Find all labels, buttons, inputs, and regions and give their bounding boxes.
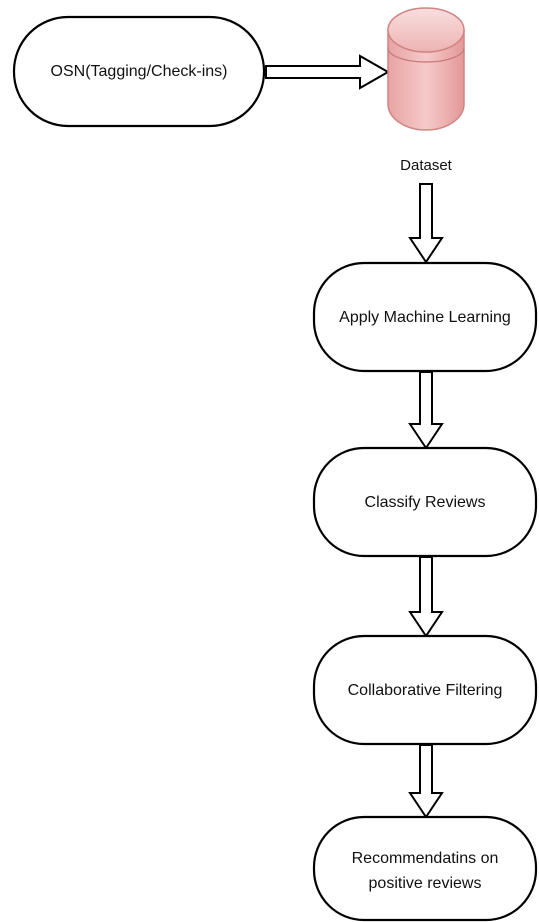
- dataset-label: Dataset: [400, 157, 453, 174]
- recommendations-node: Recommendatins on positive reviews: [312, 815, 538, 922]
- collaborative-filtering-node: Collaborative Filtering: [312, 634, 538, 746]
- source-node: OSN(Tagging/Check-ins): [12, 15, 266, 128]
- dataset-cylinder-icon: [387, 7, 465, 131]
- apply-machine-learning-node: Apply Machine Learning: [312, 261, 538, 373]
- arrow-source-to-dataset: [265, 54, 391, 90]
- arrow-filtering-to-recommendations: [408, 744, 444, 819]
- apply-machine-learning-label: Apply Machine Learning: [339, 309, 511, 326]
- classify-reviews-label: Classify Reviews: [365, 494, 486, 511]
- arrow-dataset-to-machine-learning: [408, 183, 444, 264]
- recommendations-label-line1: Recommendatins on: [352, 850, 499, 867]
- recommendations-label-line2: positive reviews: [369, 875, 482, 892]
- arrow-machine-learning-to-classify: [408, 371, 444, 450]
- source-node-label: OSN(Tagging/Check-ins): [51, 63, 228, 80]
- classify-reviews-node: Classify Reviews: [312, 446, 538, 558]
- arrow-classify-to-filtering: [408, 556, 444, 638]
- collaborative-filtering-label: Collaborative Filtering: [348, 682, 503, 699]
